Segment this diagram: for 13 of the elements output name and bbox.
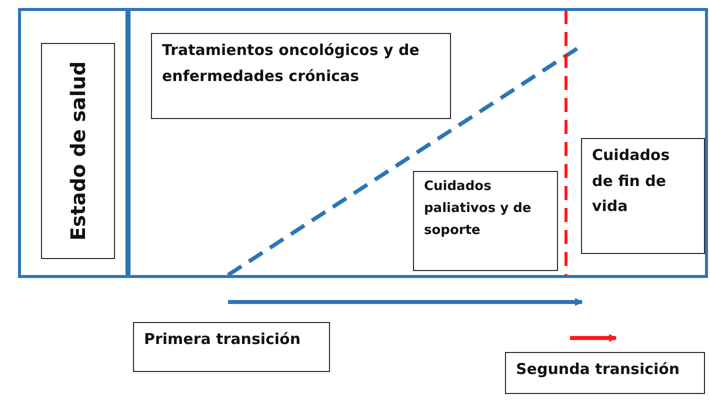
text-box	[151, 33, 451, 119]
axis-label-box	[41, 43, 115, 259]
box-text: Primera transición	[143, 329, 302, 350]
text-box	[133, 322, 330, 372]
text-box	[505, 352, 705, 394]
box-text: Cuidados de fin de vida	[591, 145, 671, 217]
box-text: Segunda transición	[515, 359, 681, 380]
chart-frame	[18, 8, 708, 278]
box-text: Estado de salud	[65, 61, 91, 241]
text-box	[413, 171, 558, 271]
box-text: Cuidados paliativos y de soporte	[423, 178, 532, 240]
text-box	[581, 138, 705, 254]
box-text: Tratamientos oncológicos y de enfermedades crónicas	[161, 40, 420, 86]
